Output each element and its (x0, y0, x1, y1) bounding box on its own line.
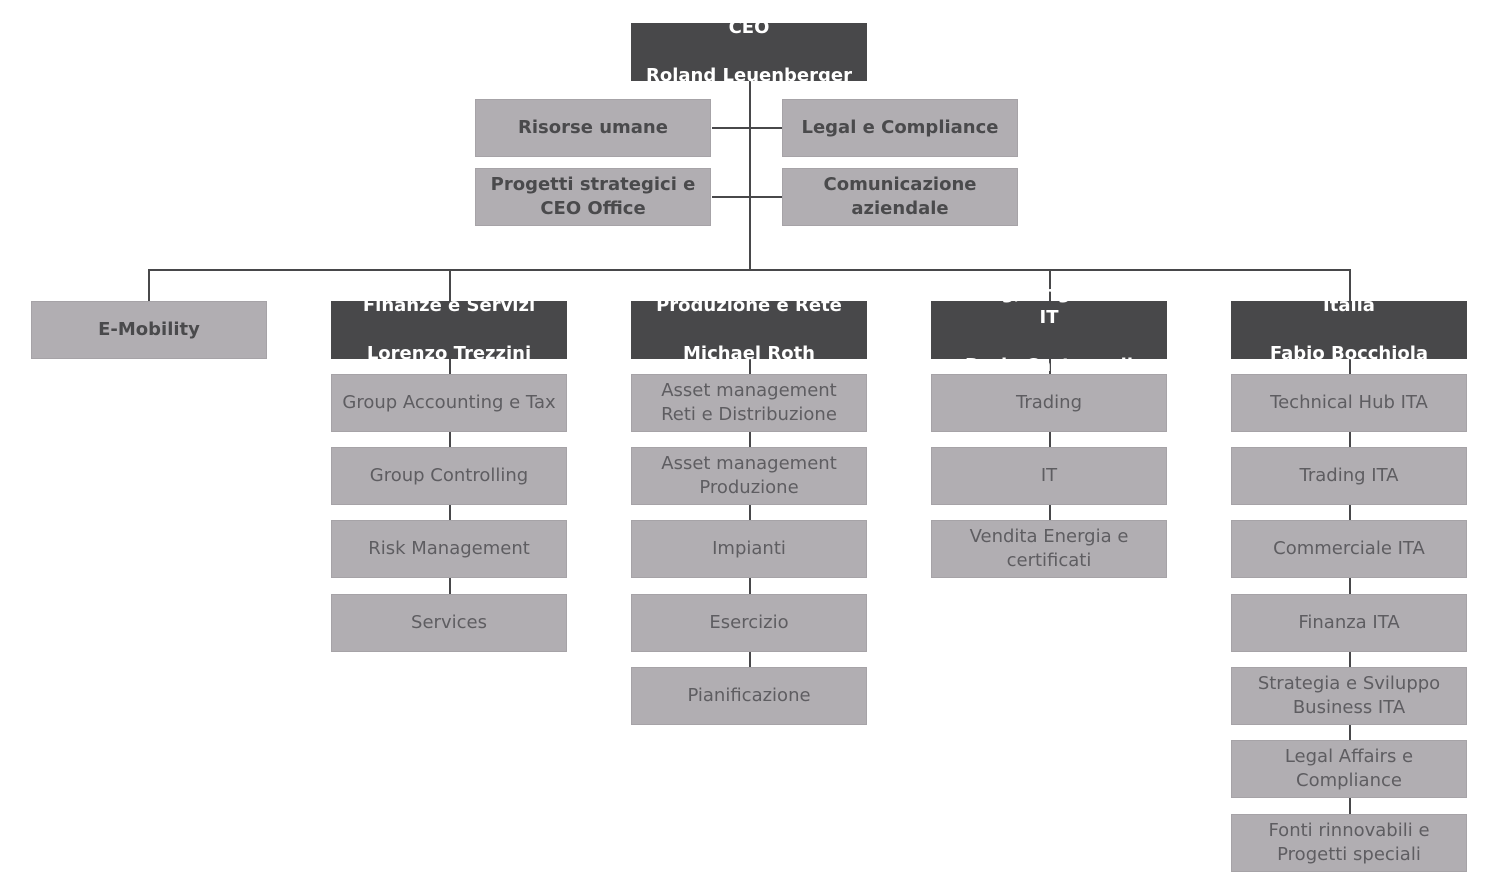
division-finance-header: Finanze e Servizi Lorenzo Trezzini (331, 295, 567, 364)
unit-finanza-ita: Finanza ITA (1231, 594, 1467, 652)
staff-hr-box: Risorse umane (475, 99, 711, 157)
unit-technical-hub-ita: Technical Hub ITA (1231, 374, 1467, 432)
division-title: Italia (1323, 295, 1375, 316)
division-head: Michael Roth (682, 343, 815, 364)
staff-legal-box: Legal e Compliance (782, 99, 1018, 157)
unit-impianti: Impianti (631, 520, 867, 578)
division-production-header: Produzione e Rete Michael Roth (631, 295, 867, 364)
division-head: Lorenzo Trezzini (366, 343, 532, 364)
unit-asset-mgmt-reti: Asset management Reti e Distribuzione (631, 374, 867, 432)
ceo-name: Roland Leuenberger (646, 65, 852, 86)
division-italia-header: Italia Fabio Bocchiola (1231, 295, 1467, 364)
unit-it: IT (931, 447, 1167, 505)
unit-group-controlling: Group Controlling (331, 447, 567, 505)
unit-trading-ita: Trading ITA (1231, 447, 1467, 505)
unit-risk-management: Risk Management (331, 520, 567, 578)
unit-fonti-rinnovabili-ita: Fonti rinnovabili e Progetti speciali (1231, 814, 1467, 872)
division-title: Trading, Origination e IT (938, 283, 1160, 328)
unit-strategia-sviluppo-ita: Strategia e Sviluppo Business ITA (1231, 667, 1467, 725)
unit-commerciale-ita: Commerciale ITA (1231, 520, 1467, 578)
unit-esercizio: Esercizio (631, 594, 867, 652)
ceo-box: CEO Roland Leuenberger (631, 17, 867, 86)
division-title: Produzione e Rete (656, 295, 842, 316)
division-head: Fabio Bocchiola (1269, 343, 1429, 364)
unit-group-accounting: Group Accounting e Tax (331, 374, 567, 432)
emobility-box: E-Mobility (31, 301, 267, 359)
unit-legal-affairs-ita: Legal Affairs e Compliance (1231, 740, 1467, 798)
division-head: Dario Castagnoli (965, 355, 1133, 376)
unit-asset-mgmt-produzione: Asset management Produzione (631, 447, 867, 505)
unit-trading: Trading (931, 374, 1167, 432)
unit-pianificazione: Pianificazione (631, 667, 867, 725)
division-title: Finanze e Servizi (362, 295, 536, 316)
division-trading-header: Trading, Origination e IT Dario Castagno… (931, 283, 1167, 376)
staff-communication-box: Comunicazione aziendale (782, 168, 1018, 226)
unit-services: Services (331, 594, 567, 652)
unit-vendita-energia: Vendita Energia e certificati (931, 520, 1167, 578)
staff-strategy-box: Progetti strategici e CEO Office (475, 168, 711, 226)
ceo-title: CEO (728, 17, 770, 38)
